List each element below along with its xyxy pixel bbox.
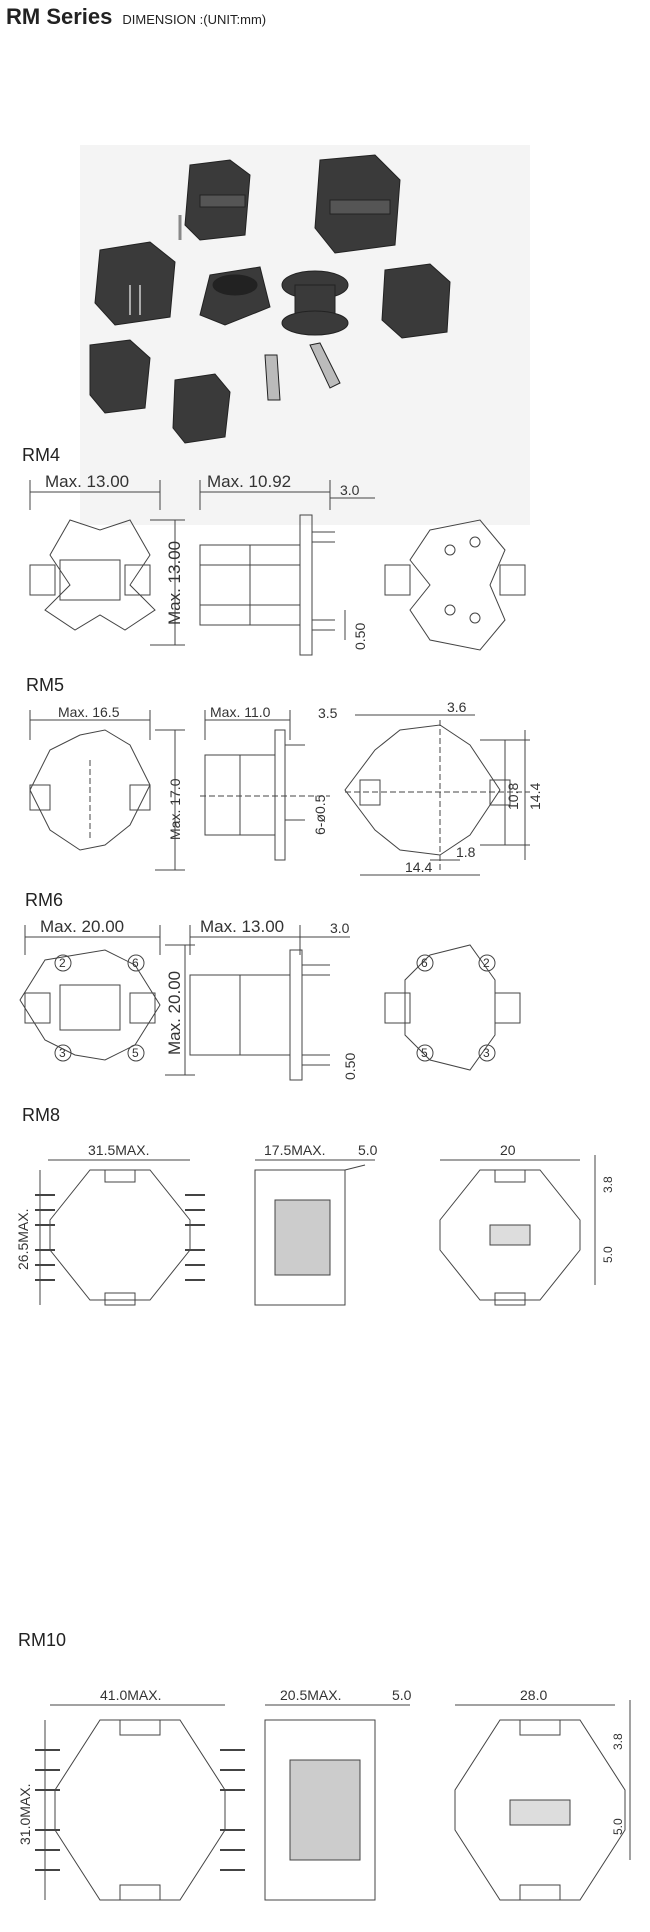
rm6-pin-label-2: 2 — [59, 956, 66, 970]
rm5-drawing: Max. 16.5 Max. 11.0 3.5 Max. 17.0 6-ø0.5… — [29, 699, 543, 876]
rm6-pin-label: 3.0 — [330, 920, 350, 936]
rm10-right1-label: 3.8 — [611, 1733, 625, 1750]
rm8-right2-label: 5.0 — [601, 1246, 615, 1263]
rm5-length-label: Max. 11.0 — [210, 704, 271, 720]
rm4-pin-dia-label: 0.50 — [352, 623, 368, 650]
rm10-label: RM10 — [18, 1630, 67, 1650]
rm5-label: RM5 — [26, 675, 65, 695]
rm6-width-label: Max. 20.00 — [40, 917, 124, 936]
rm8-height-label: 26.5MAX. — [15, 1209, 31, 1270]
rm8-drawing: 31.5MAX. 17.5MAX. 5.0 26.5MAX. 20 3.8 5.… — [15, 1142, 615, 1306]
rm6-pin-label-5: 5 — [132, 1046, 139, 1060]
rm8-length-label: 17.5MAX. — [264, 1142, 325, 1158]
rm6-height-label: Max. 20.00 — [165, 971, 184, 1055]
rm10-drawing: 41.0MAX. 20.5MAX. 5.0 31.0MAX. 28.0 3.8 … — [17, 1687, 631, 1901]
rm8-top-label: 20 — [500, 1142, 516, 1158]
rm10-top-label: 28.0 — [520, 1687, 547, 1703]
rm10-width-label: 41.0MAX. — [100, 1687, 161, 1703]
rm5-bot-label: 1.8 — [456, 844, 476, 860]
rm5-pin-dia-label: 6-ø0.5 — [312, 794, 328, 835]
rm4-pin-label: 3.0 — [340, 482, 360, 498]
rm4-width-label: Max. 13.00 — [45, 472, 129, 491]
rm10-right2-label: 5.0 — [611, 1818, 625, 1835]
rm6-drawing: Max. 20.00 Max. 13.00 3.0 Max. 20.00 0.5… — [19, 917, 521, 1081]
rm6-pin-label-3: 3 — [59, 1046, 66, 1060]
page-header: RM Series DIMENSION :(UNIT:mm) — [6, 4, 266, 30]
rm6-bottom-pin-label-6: 6 — [421, 956, 428, 970]
rm6-label: RM6 — [25, 890, 64, 910]
rm5-width-label: Max. 16.5 — [58, 704, 120, 720]
rm5-h2-label: 14.4 — [527, 783, 543, 810]
rm6-bottom-pin-label-3: 3 — [483, 1046, 490, 1060]
rm6-length-label: Max. 13.00 — [200, 917, 284, 936]
rm4-label: RM4 — [22, 445, 61, 465]
rm5-pin-label: 3.5 — [318, 705, 338, 721]
rm8-width-label: 31.5MAX. — [88, 1142, 149, 1158]
rm6-pin-dia-label: 0.50 — [342, 1053, 358, 1080]
rm8-label: RM8 — [22, 1105, 61, 1125]
rm8-right1-label: 3.8 — [601, 1176, 615, 1193]
rm5-top-label: 3.6 — [447, 699, 467, 715]
rm4-height-label: Max. 13.00 — [165, 541, 184, 625]
product-photo — [80, 145, 530, 525]
rm4-length-label: Max. 10.92 — [207, 472, 291, 491]
rm5-h1-label: 10.8 — [505, 783, 521, 810]
rm6-pin-label-6: 6 — [132, 956, 139, 970]
rm10-pin-label: 5.0 — [392, 1687, 412, 1703]
page-subtitle: DIMENSION :(UNIT:mm) — [122, 12, 267, 27]
rm6-bottom-pin-label-5: 5 — [421, 1046, 428, 1060]
rm8-pin-label: 5.0 — [358, 1142, 378, 1158]
rm10-height-label: 31.0MAX. — [17, 1784, 33, 1845]
rm10-length-label: 20.5MAX. — [280, 1687, 341, 1703]
rm5-height-label: Max. 17.0 — [167, 778, 183, 840]
rm5-bottom-width-label: 14.4 — [405, 859, 432, 875]
page-title: RM Series — [6, 4, 113, 29]
rm4-drawing: Max. 13.00 Max. 10.92 3.0 Max. 13.00 0.5… — [29, 472, 526, 656]
rm6-bottom-pin-label-2: 2 — [483, 956, 490, 970]
